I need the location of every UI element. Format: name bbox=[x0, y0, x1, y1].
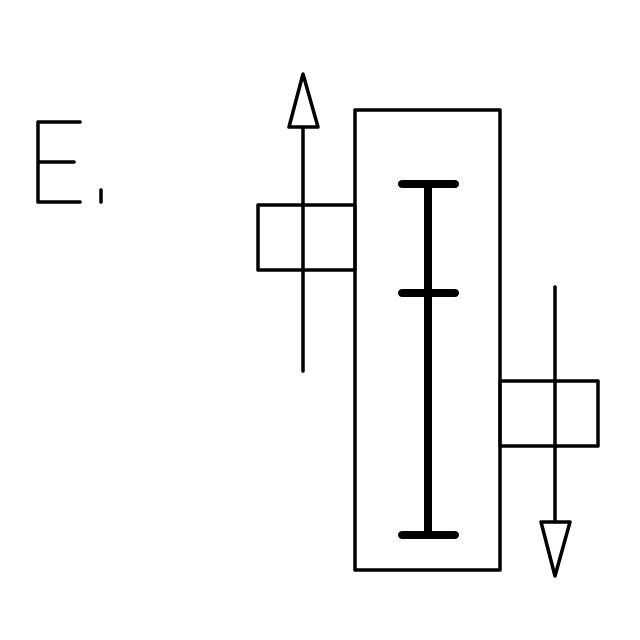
diagram-label bbox=[36, 120, 103, 204]
input-arrow-up-icon bbox=[287, 72, 320, 373]
gearbox-housing bbox=[353, 108, 502, 572]
input-shaft bbox=[256, 203, 357, 272]
output-arrow-down-icon bbox=[539, 285, 572, 578]
gear-symbol bbox=[398, 180, 459, 539]
output-shaft bbox=[498, 379, 600, 448]
